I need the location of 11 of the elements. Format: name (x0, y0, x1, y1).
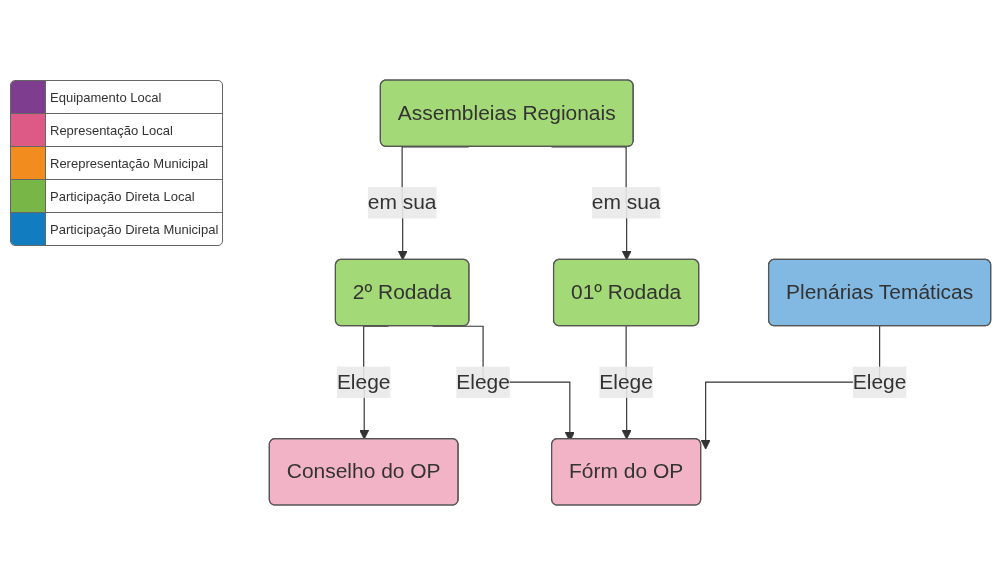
legend-label: Rerepresentação Municipal (49, 154, 210, 173)
edge-label: Elege (336, 369, 391, 394)
edge-label: Elege (456, 369, 510, 394)
legend-label: Participação Direta Municipal (49, 220, 220, 239)
edge-label: em sua (367, 190, 437, 214)
edge-label: em sua (591, 190, 661, 214)
legend-label: Participação Direta Local (49, 187, 196, 206)
legend-label: Representação Local (49, 121, 174, 140)
edge-label: Elege (852, 369, 907, 394)
legend-label: Equipamento Local (49, 88, 163, 107)
edge-label: Elege (599, 369, 653, 394)
